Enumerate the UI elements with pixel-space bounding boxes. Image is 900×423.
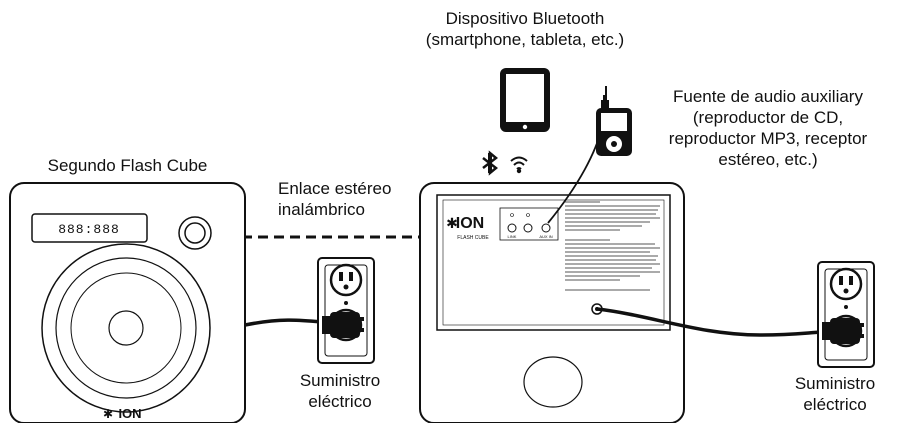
- svg-text:✱: ✱: [446, 215, 458, 231]
- second-cube-logo: ION: [118, 406, 141, 421]
- aux-source-line-3: reproductor MP3, receptor: [668, 129, 868, 148]
- power-outlet-icon: [817, 261, 875, 368]
- power-plug-icon: [822, 318, 864, 344]
- main-cube-logo: ION: [456, 215, 484, 232]
- main-cube-port: [523, 356, 583, 408]
- power-cable-left: [244, 318, 323, 327]
- aux-source-line-2: (reproductor de CD,: [692, 108, 844, 127]
- bluetooth-device-line-2: (smartphone, tableta, etc.): [425, 30, 625, 49]
- ipod-icon: [596, 86, 632, 156]
- power-right-line-2: eléctrico: [803, 395, 867, 414]
- power-left-line-1: Suministro: [299, 371, 381, 390]
- aux-source-line-4: estéreo, etc.): [718, 150, 818, 169]
- power-left-line-2: eléctrico: [308, 392, 372, 411]
- stereo-link-label: Enlace estéreo inalámbrico: [278, 178, 391, 220]
- second-cube-label: Segundo Flash Cube: [47, 156, 208, 175]
- power-right-label: Suministro eléctrico: [775, 373, 895, 415]
- power-outlet-icon: [317, 257, 375, 364]
- bluetooth-device-label: Dispositivo Bluetooth (smartphone, table…: [400, 8, 650, 50]
- svg-text:LINK: LINK: [508, 234, 517, 239]
- tablet-icon: [500, 68, 550, 132]
- power-cable-right: [596, 307, 823, 337]
- power-left-label: Suministro eléctrico: [270, 370, 410, 412]
- power-plug-icon: [322, 312, 364, 338]
- aux-source-line-1: Fuente de audio auxiliary: [673, 87, 863, 106]
- wifi-icon: [510, 156, 528, 174]
- power-right-line-1: Suministro: [794, 374, 876, 393]
- second-flash-cube: 888:888 ION ✱: [9, 182, 246, 423]
- stereo-link-line-1: Enlace estéreo: [278, 179, 392, 198]
- aux-source-label: Fuente de audio auxiliary (reproductor d…: [638, 86, 898, 170]
- svg-text:AUX IN: AUX IN: [539, 234, 552, 239]
- bluetooth-device-line-1: Dispositivo Bluetooth: [445, 9, 605, 28]
- bluetooth-icon: [482, 150, 498, 176]
- stereo-link-line-2: inalámbrico: [278, 200, 365, 219]
- second-cube-display: 888:888: [58, 222, 120, 237]
- svg-text:✱: ✱: [103, 407, 113, 421]
- main-cube-sublogo: FLASH CUBE: [457, 235, 489, 241]
